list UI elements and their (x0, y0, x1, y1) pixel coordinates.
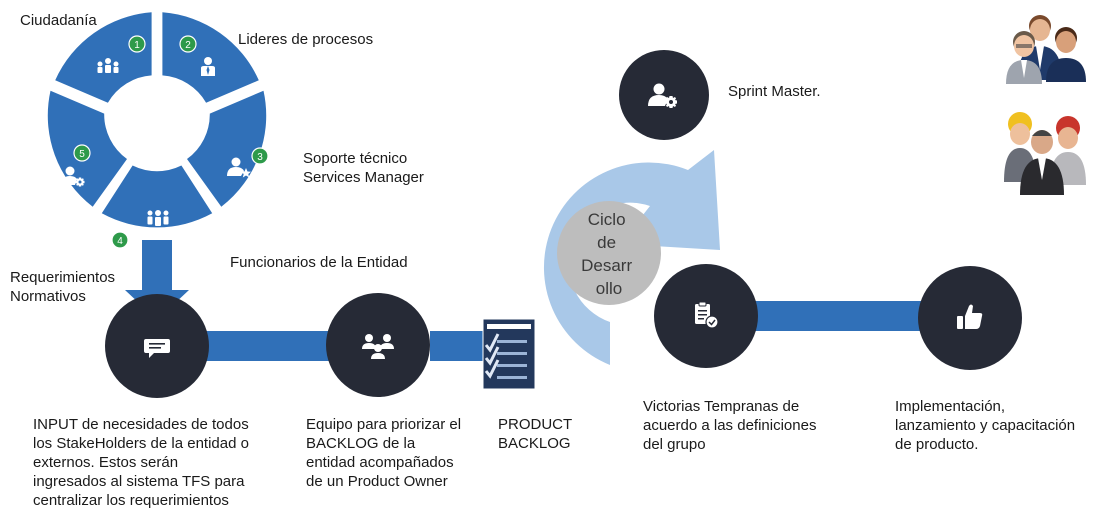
stakeholder-ring (47, 12, 267, 228)
svg-text:1: 1 (134, 40, 140, 51)
stage-victories-circle (654, 264, 758, 368)
stage-input-text: INPUT de necesidades de todos los StakeH… (33, 416, 249, 509)
label-soporte-tecnico: Soporte técnico Services Manager (303, 150, 424, 186)
stage-implementation-text: Implementación, lanzamiento y capacitaci… (895, 398, 1076, 453)
label-funcionarios: Funcionarios de la Entidad (230, 254, 408, 271)
svg-text:4: 4 (117, 236, 123, 247)
label-sprint-master: Sprint Master. (728, 83, 821, 100)
number-badge-3: 3 (251, 147, 269, 165)
ring-segment-2 (162, 12, 259, 103)
number-badge-1: 1 (128, 35, 146, 53)
development-cycle-text: Ciclo de Desarr ollo (581, 210, 637, 298)
stage-input-circle (105, 294, 209, 398)
svg-text:2: 2 (185, 40, 191, 51)
chat-icon (144, 339, 170, 358)
connector-bar-3 (755, 301, 925, 331)
business-people-icon (1006, 15, 1086, 84)
number-badge-4: 4 (111, 231, 129, 249)
group-icon (97, 58, 119, 73)
product-backlog-document (482, 318, 536, 390)
label-requerimientos: Requerimientos Normativos (10, 269, 116, 305)
user-star-icon (227, 157, 251, 178)
number-badge-2: 2 (179, 35, 197, 53)
user-gear-icon (648, 83, 677, 108)
sprint-master-circle (619, 50, 709, 140)
ring-segment-4 (101, 165, 213, 228)
label-ciudadania: Ciudadanía (20, 12, 97, 29)
thumbs-up-icon (957, 304, 983, 329)
people-icon (362, 334, 394, 359)
svg-text:3: 3 (257, 152, 263, 163)
number-badge-5: 5 (73, 144, 91, 162)
stage-team-circle (326, 293, 430, 397)
user-gear-icon (61, 166, 85, 187)
ring-segment-3 (187, 90, 267, 207)
document-checklist-icon (482, 318, 536, 390)
connector-bar-2 (430, 331, 485, 361)
stage-victories-text: Victorias Tempranas de acuerdo a las def… (643, 398, 817, 453)
workers-people-icon (1004, 112, 1086, 195)
ring-segment-1 (55, 12, 152, 103)
development-cycle-circle (557, 201, 661, 305)
label-lideres-procesos: Lideres de procesos (238, 31, 374, 48)
stage-team-text: Equipo para priorizar el BACKLOG de la e… (306, 416, 462, 490)
connector-bar-1 (205, 331, 335, 361)
clipboard-check-icon (695, 301, 719, 329)
cycle-arc (543, 150, 720, 365)
svg-text:5: 5 (79, 149, 85, 160)
manager-icon (201, 57, 215, 76)
stage-implementation-circle (918, 266, 1022, 370)
team-icon (147, 210, 169, 226)
label-product-backlog: PRODUCT BACKLOG (498, 416, 573, 452)
